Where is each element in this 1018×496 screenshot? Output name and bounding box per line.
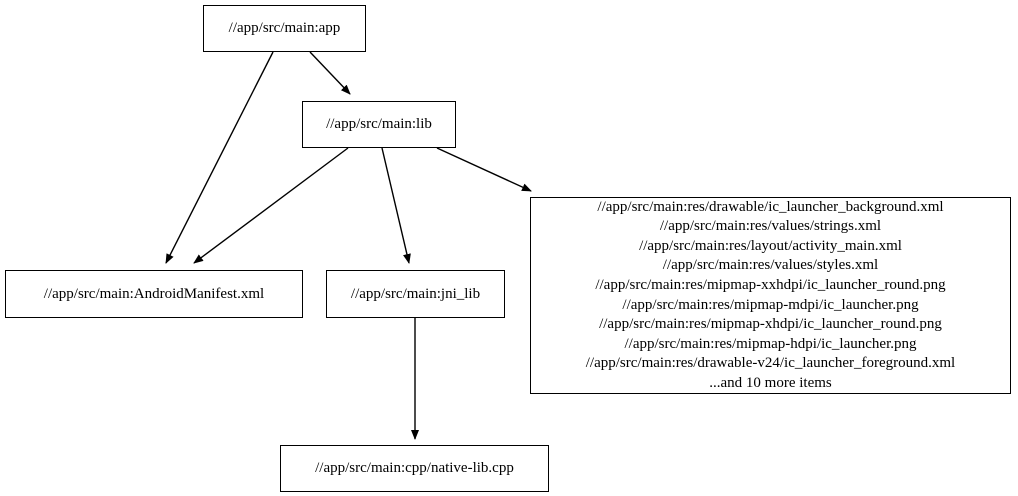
graph-node-resources-label: //app/src/main:res/drawable/ic_launcher_… xyxy=(578,198,963,394)
edge-app-to-lib xyxy=(309,51,351,95)
graph-node-lib[interactable]: //app/src/main:lib xyxy=(302,101,456,148)
graph-node-app[interactable]: //app/src/main:app xyxy=(203,5,366,52)
resources-line: //app/src/main:res/mipmap-mdpi/ic_launch… xyxy=(622,296,919,313)
resources-line: //app/src/main:res/mipmap-xxhdpi/ic_laun… xyxy=(595,276,946,293)
graph-node-android-manifest[interactable]: //app/src/main:AndroidManifest.xml xyxy=(5,270,303,318)
edge-lib-to-manifest xyxy=(193,147,349,264)
edge-app-to-manifest xyxy=(165,51,274,264)
resources-line: //app/src/main:res/drawable-v24/ic_launc… xyxy=(585,355,956,372)
resources-line: //app/src/main:res/values/strings.xml xyxy=(659,218,882,235)
edge-lib-to-resources xyxy=(436,147,532,192)
resources-line: //app/src/main:res/values/styles.xml xyxy=(662,257,879,274)
resources-line: //app/src/main:res/layout/activity_main.… xyxy=(639,237,902,254)
graph-node-app-label: //app/src/main:app xyxy=(228,20,341,36)
resources-line: //app/src/main:res/drawable/ic_launcher_… xyxy=(597,198,944,215)
graph-node-native-lib-cpp[interactable]: //app/src/main:cpp/native-lib.cpp xyxy=(280,445,549,492)
graph-node-jni-lib[interactable]: //app/src/main:jni_lib xyxy=(326,270,505,318)
graph-node-lib-label: //app/src/main:lib xyxy=(326,116,432,132)
resources-line: //app/src/main:res/mipmap-xhdpi/ic_launc… xyxy=(599,316,942,333)
resources-more-items-line: ...and 10 more items xyxy=(709,374,832,391)
resources-line: //app/src/main:res/mipmap-hdpi/ic_launch… xyxy=(624,335,917,352)
graph-node-android-manifest-label: //app/src/main:AndroidManifest.xml xyxy=(43,285,265,302)
graph-node-jni-lib-label: //app/src/main:jni_lib xyxy=(350,285,481,302)
edge-lib-to-jni-lib xyxy=(381,147,411,264)
graph-node-resources-group[interactable]: //app/src/main:res/drawable/ic_launcher_… xyxy=(530,197,1011,394)
graph-node-native-lib-cpp-label: //app/src/main:cpp/native-lib.cpp xyxy=(315,460,514,476)
